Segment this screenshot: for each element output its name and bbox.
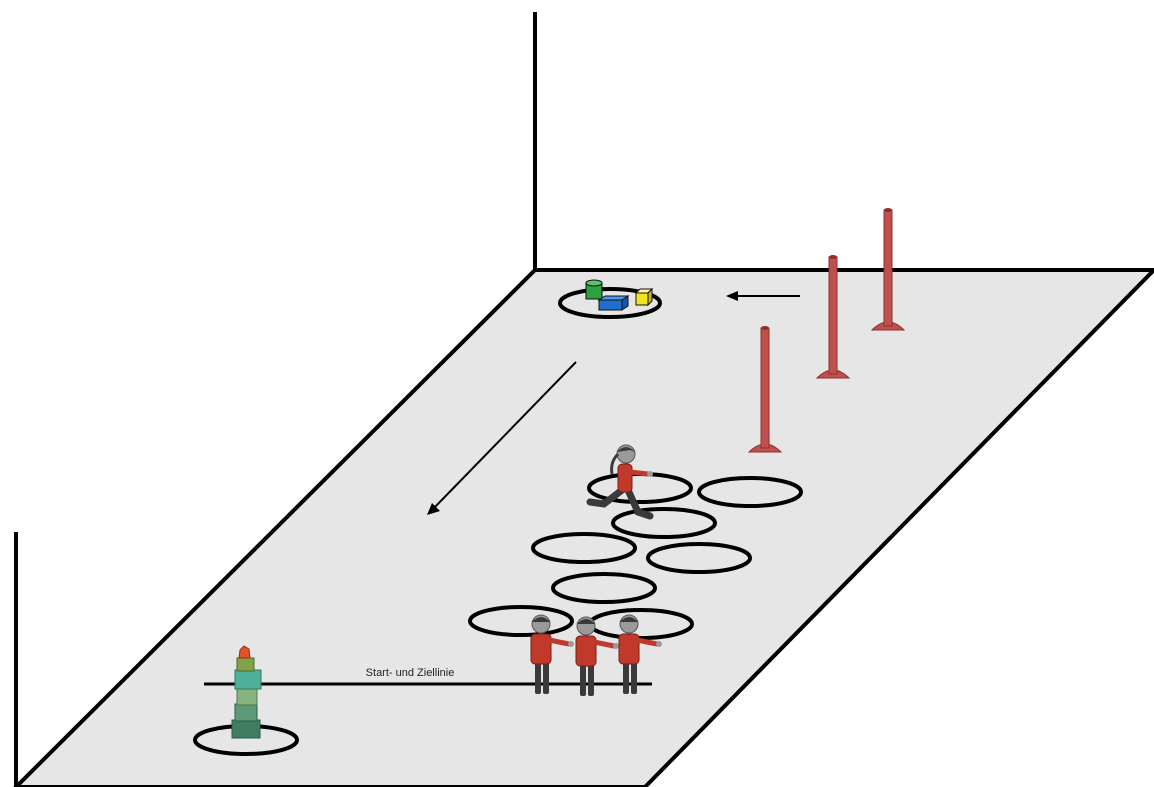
child-figure [618,614,662,694]
start-finish-label: Start- und Ziellinie [366,667,455,679]
block-hoop [558,279,662,319]
running-child [586,444,654,520]
waiting-children [530,614,662,696]
yellow-block [634,287,654,307]
floor-hoop [468,605,574,637]
floor [13,268,1154,787]
child-figure [586,444,654,520]
green-cylinder-block [585,279,603,300]
arrow-left [726,291,800,301]
child-figure [575,616,619,696]
floor-hoop [611,507,717,539]
block-tower [193,645,299,756]
slalom-pole [747,326,783,453]
slalom-pole [815,255,851,379]
blue-block [597,295,630,311]
floor-hoop [646,542,752,574]
slalom-pole [870,208,906,331]
arrow-down-left [427,361,577,515]
floor-hoop [551,572,657,604]
floor-hoop [697,476,803,508]
hoop [558,287,662,319]
child-figure [530,614,574,694]
slalom-poles [747,208,906,453]
floor-hoop [531,532,637,564]
